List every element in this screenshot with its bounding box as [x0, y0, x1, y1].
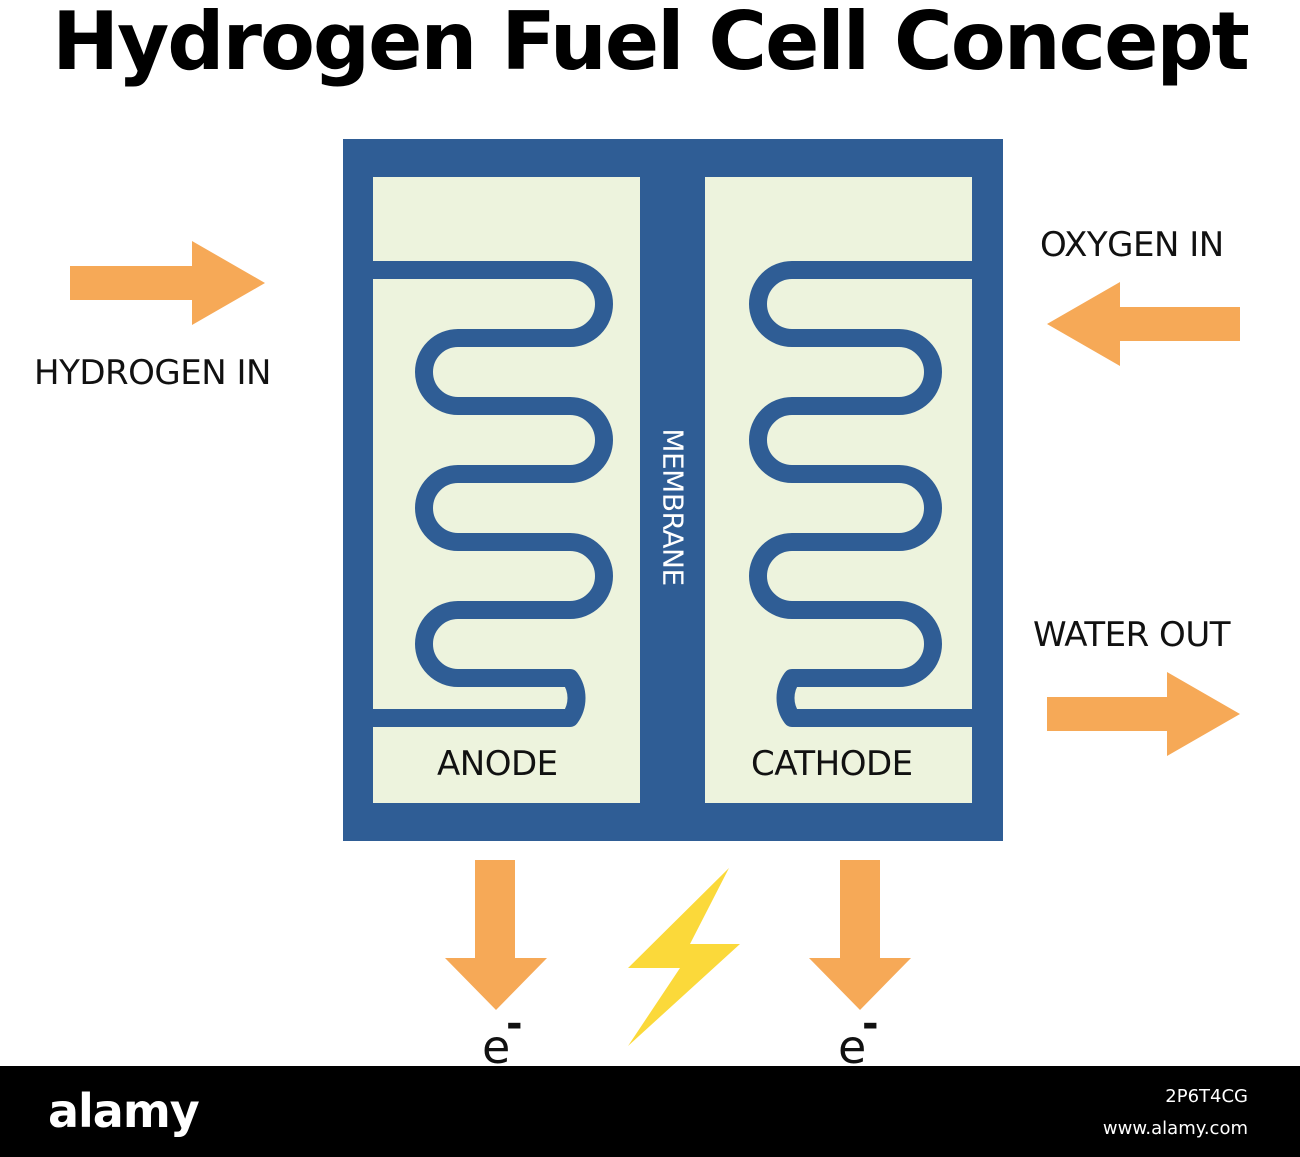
oxygen-in-label: OXYGEN IN	[1040, 225, 1224, 265]
hydrogen-in-arrow	[70, 241, 265, 325]
membrane-label: MEMBRANE	[656, 428, 690, 586]
cathode-flow-channel	[749, 261, 972, 727]
electron-symbol: e	[482, 1020, 511, 1074]
lightning-bolt-icon	[628, 868, 740, 1046]
hydrogen-in-label: HYDROGEN IN	[34, 353, 271, 393]
footer-image-id: 2P6T4CG	[1165, 1086, 1248, 1107]
anode-label: ANODE	[437, 744, 558, 784]
electron-charge: -	[862, 1001, 879, 1047]
electron-symbol: e	[838, 1020, 867, 1074]
diagram-title: Hydrogen Fuel Cell Concept	[52, 0, 1250, 88]
electron-charge: -	[506, 1001, 523, 1047]
cathode-label: CATHODE	[751, 744, 913, 784]
water-out-label: WATER OUT	[1033, 615, 1230, 655]
electron-right-arrow	[809, 860, 911, 1010]
water-out-arrow	[1047, 672, 1240, 756]
oxygen-in-arrow	[1047, 282, 1240, 366]
anode-flow-channel	[373, 261, 613, 727]
electron-left-label: e-	[482, 1004, 523, 1070]
electron-right-label: e-	[838, 1004, 879, 1070]
footer-bar: alamy 2P6T4CG www.alamy.com	[0, 1066, 1300, 1157]
electron-left-arrow	[445, 860, 547, 1010]
footer-url: www.alamy.com	[1102, 1118, 1248, 1139]
footer-logo: alamy	[48, 1084, 200, 1138]
